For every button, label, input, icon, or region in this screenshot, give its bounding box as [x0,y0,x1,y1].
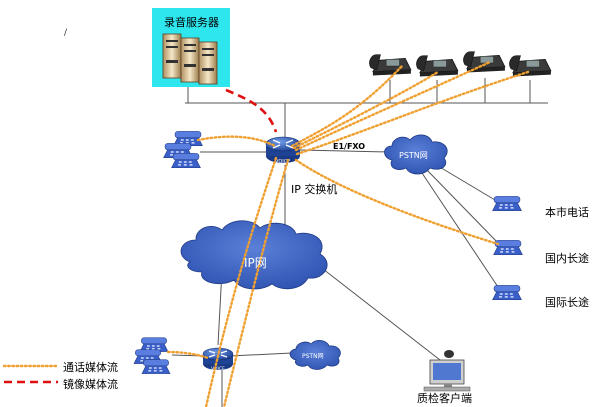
pstn-cloud-small [289,340,341,370]
connection-lines [171,78,548,407]
server-rack-icon [162,33,218,85]
desk-phone-icon [133,337,171,374]
desk-phone-icon [163,131,203,169]
pstn-cloud-main [384,134,448,175]
ip-network-cloud [180,220,328,290]
pstn-cloud-label: PSTN网 [399,151,428,160]
mirror-media-stream [225,88,278,133]
ip-cloud-label: IP网 [244,256,267,270]
e1-fxo-label: E1/FXO [333,142,366,151]
router-badge-small: VOICE [211,366,225,372]
legend-call-media-label: 通话媒体流 [63,361,118,374]
recording-server-label: 录音服务器 [164,16,219,29]
workstation-icon [423,350,471,392]
desk-phone-icon [492,284,522,301]
ip-phone-icon [368,54,412,76]
call-media-stream [166,60,530,407]
desk-phone-icon [493,240,523,256]
ip-switch-label: IP 交换机 [291,183,338,196]
local-call-label: 本市电话 [545,206,589,219]
domestic-long-distance-label: 国内长途 [545,252,589,265]
router-badge: VOICE [275,159,290,165]
ip-phone-icon [462,51,506,73]
stray-mark: / [64,28,68,38]
desk-phone-icon [492,196,522,212]
ip-phone-icon [508,55,552,77]
qa-client-label: 质检客户端 [417,392,472,405]
legend-mirror-media-label: 镜像媒体流 [63,378,118,391]
international-long-distance-label: 国际长途 [545,296,589,309]
pstn-cloud-small-label: PSTN网 [302,353,324,360]
